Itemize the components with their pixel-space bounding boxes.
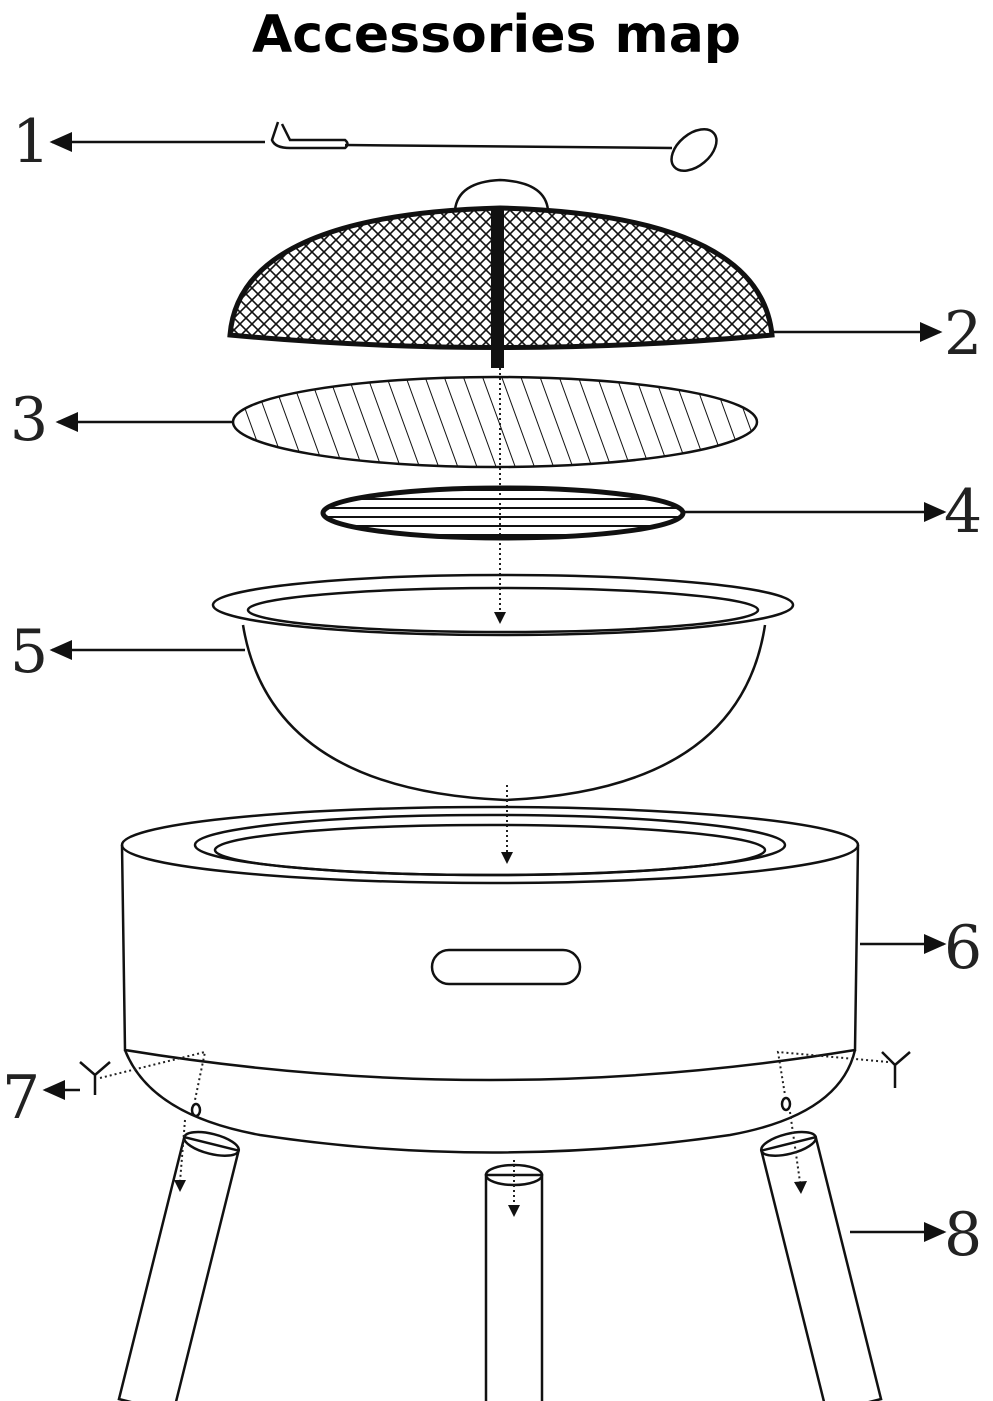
- part-1-poker: [270, 121, 718, 172]
- callout-2: 2: [944, 299, 982, 369]
- callout-8: 8: [944, 1200, 982, 1270]
- part-7-wing-nuts: [79, 1050, 911, 1118]
- part-5-fire-bowl: [211, 573, 795, 802]
- diagram-title: Accessories map: [251, 5, 742, 65]
- part-3-cooking-grill: [231, 375, 759, 469]
- callout-7: 7: [2, 1063, 40, 1133]
- part-8-legs: [117, 1111, 883, 1401]
- part-2-spark-screen-lid: [227, 178, 775, 368]
- callout-1: 1: [12, 107, 50, 177]
- callout-6: 6: [944, 913, 982, 983]
- callout-4: 4: [944, 477, 982, 547]
- callout-5: 5: [10, 617, 48, 687]
- part-6-fire-pit-body: [120, 805, 860, 1154]
- callout-3: 3: [10, 385, 48, 455]
- part-4-charcoal-grate: [320, 485, 686, 541]
